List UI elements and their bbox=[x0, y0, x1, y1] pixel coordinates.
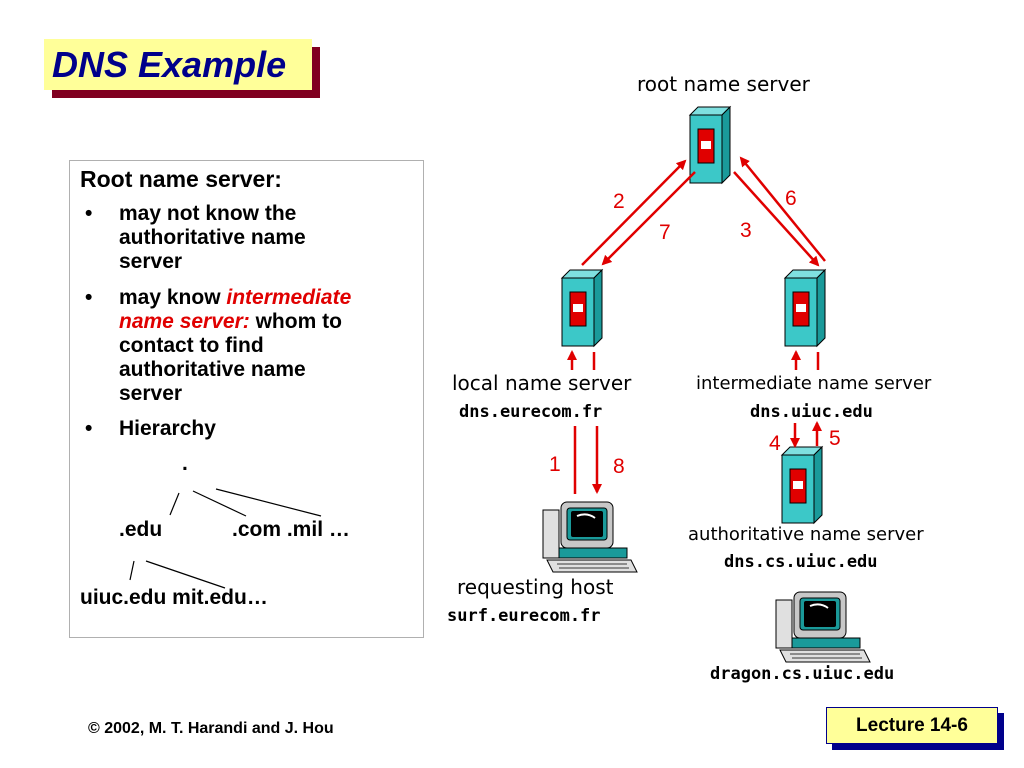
requesting-host-label: requesting host bbox=[457, 575, 614, 599]
hier-line bbox=[129, 560, 135, 581]
authoritative-server-host: dns.cs.uiuc.edu bbox=[724, 552, 878, 572]
requesting-host-icon bbox=[542, 501, 638, 573]
local-server-icon bbox=[561, 269, 603, 347]
arrow-step-6 bbox=[739, 156, 826, 262]
step-5: 5 bbox=[829, 427, 841, 450]
bullet-marker: • bbox=[85, 202, 93, 225]
authoritative-server-icon bbox=[781, 446, 823, 524]
hier-line bbox=[169, 492, 180, 516]
step-8: 8 bbox=[613, 455, 625, 478]
bullet-3: Hierarchy bbox=[119, 417, 216, 440]
bullet-1-line: server bbox=[119, 250, 183, 273]
step-7: 7 bbox=[659, 221, 671, 244]
requesting-host-name: surf.eurecom.fr bbox=[447, 606, 601, 626]
step-6: 6 bbox=[785, 187, 797, 210]
local-server-label: local name server bbox=[452, 371, 632, 395]
authoritative-server-label: authoritative name server bbox=[688, 524, 924, 545]
bullet-2-post: whom to bbox=[249, 310, 342, 333]
intermediate-server-host: dns.uiuc.edu bbox=[750, 402, 873, 422]
copyright-footer: © 2002, M. T. Harandi and J. Hou bbox=[88, 720, 334, 737]
bullet-2-emphasis: name server: bbox=[119, 310, 250, 333]
hier-line bbox=[145, 560, 226, 589]
root-server-label: root name server bbox=[637, 72, 810, 96]
bullet-1-line: may not know the bbox=[119, 202, 297, 225]
lecture-badge: Lecture 14-6 bbox=[826, 707, 998, 744]
bullet-2-pre: may know bbox=[119, 286, 227, 309]
panel-heading: Root name server: bbox=[80, 166, 282, 192]
bullet-2-line: authoritative name bbox=[119, 358, 306, 381]
bullet-2-line: server bbox=[119, 382, 183, 405]
hierarchy-com-mil: .com .mil … bbox=[232, 518, 350, 541]
intermediate-server-label: intermediate name server bbox=[696, 373, 932, 394]
dragon-host-name: dragon.cs.uiuc.edu bbox=[710, 664, 895, 684]
bullet-1: may not know the authoritative name serv… bbox=[119, 202, 419, 274]
hierarchy-edu: .edu bbox=[119, 518, 163, 541]
hierarchy-leaves: uiuc.edu mit.edu… bbox=[80, 586, 268, 609]
intermediate-server-icon bbox=[784, 269, 826, 347]
step-3: 3 bbox=[740, 219, 752, 242]
step-4: 4 bbox=[769, 432, 781, 455]
slide-title: DNS Example bbox=[44, 39, 312, 90]
arrow-step-3 bbox=[733, 171, 820, 267]
hier-line bbox=[192, 490, 247, 517]
arrow-step-7 bbox=[601, 171, 696, 266]
bullet-marker: • bbox=[85, 286, 93, 309]
step-2: 2 bbox=[613, 190, 625, 213]
hierarchy-root: . bbox=[182, 452, 188, 475]
bullet-2-emphasis: intermediate bbox=[226, 286, 352, 309]
step-1: 1 bbox=[549, 453, 561, 476]
root-server-icon bbox=[689, 106, 731, 184]
bullet-2-line: contact to find bbox=[119, 334, 264, 357]
local-server-host: dns.eurecom.fr bbox=[459, 402, 603, 422]
text-panel bbox=[69, 160, 424, 638]
arrow-step-2 bbox=[581, 159, 687, 266]
bullet-1-line: authoritative name bbox=[119, 226, 306, 249]
bullet-2: may know intermediate name server: whom … bbox=[119, 286, 419, 406]
hier-line bbox=[215, 488, 322, 517]
dragon-host-icon bbox=[775, 591, 871, 663]
bullet-marker: • bbox=[85, 417, 93, 440]
